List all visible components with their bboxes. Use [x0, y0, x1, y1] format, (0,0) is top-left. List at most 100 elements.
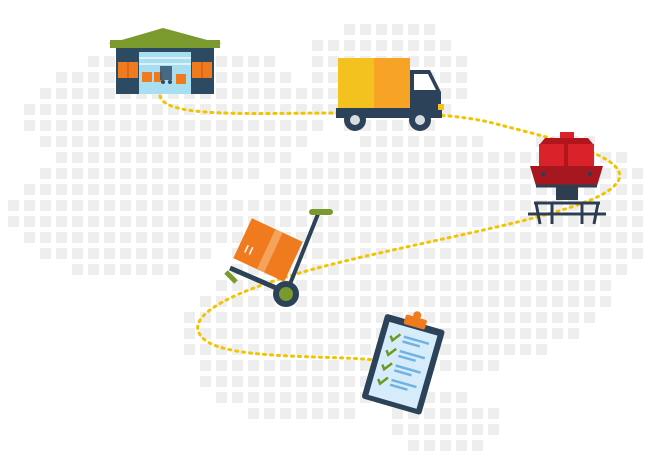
map-dot	[152, 136, 163, 147]
map-dot	[456, 248, 467, 259]
map-dot	[280, 152, 291, 163]
map-dot	[520, 200, 531, 211]
map-dot	[184, 120, 195, 131]
map-dot	[280, 88, 291, 99]
warehouse-icon	[108, 28, 222, 94]
map-dot	[152, 200, 163, 211]
map-dot	[184, 216, 195, 227]
map-dot	[472, 232, 483, 243]
map-dot	[56, 184, 67, 195]
map-dot	[88, 168, 99, 179]
map-dot	[72, 216, 83, 227]
map-dot	[472, 424, 483, 435]
map-dot	[440, 72, 451, 83]
map-dot	[200, 328, 211, 339]
map-dot	[296, 200, 307, 211]
map-dot	[376, 24, 387, 35]
map-dot	[280, 200, 291, 211]
map-dot	[632, 216, 643, 227]
map-dot	[440, 408, 451, 419]
map-dot	[296, 120, 307, 131]
map-dot	[392, 24, 403, 35]
map-dot	[392, 136, 403, 147]
map-dot	[584, 264, 595, 275]
map-dot	[136, 136, 147, 147]
map-dot	[168, 264, 179, 275]
map-dot	[600, 200, 611, 211]
map-dot	[424, 440, 435, 451]
map-dot	[56, 104, 67, 115]
map-dot	[200, 120, 211, 131]
map-dot	[552, 312, 563, 323]
map-dot	[104, 184, 115, 195]
map-dot	[456, 360, 467, 371]
map-dot	[232, 360, 243, 371]
map-dot	[424, 264, 435, 275]
map-dot	[56, 120, 67, 131]
map-dot	[360, 152, 371, 163]
map-dot	[344, 248, 355, 259]
map-dot	[360, 360, 371, 371]
map-dot	[344, 232, 355, 243]
map-dot	[392, 152, 403, 163]
map-dot	[328, 232, 339, 243]
map-dot	[488, 184, 499, 195]
map-dot	[568, 264, 579, 275]
map-dot	[440, 200, 451, 211]
map-dot	[232, 120, 243, 131]
map-dot	[72, 264, 83, 275]
map-dot	[104, 136, 115, 147]
map-dot	[424, 200, 435, 211]
map-dot	[232, 376, 243, 387]
map-dot	[120, 104, 131, 115]
map-dot	[520, 328, 531, 339]
map-dot	[616, 248, 627, 259]
map-dot	[280, 376, 291, 387]
map-dot	[216, 88, 227, 99]
map-dot	[440, 168, 451, 179]
map-dot	[488, 168, 499, 179]
map-dot	[312, 72, 323, 83]
map-dot	[40, 104, 51, 115]
map-dot	[392, 40, 403, 51]
map-dot	[136, 152, 147, 163]
map-dot	[456, 56, 467, 67]
map-dot	[504, 200, 515, 211]
map-dot	[104, 248, 115, 259]
map-dot	[552, 248, 563, 259]
map-dot	[88, 248, 99, 259]
map-dot	[360, 264, 371, 275]
map-dot	[456, 280, 467, 291]
map-dot	[296, 360, 307, 371]
map-dot	[488, 312, 499, 323]
map-dot	[520, 168, 531, 179]
map-dot	[424, 280, 435, 291]
map-dot	[552, 264, 563, 275]
map-dot	[312, 40, 323, 51]
map-dot	[264, 200, 275, 211]
map-dot	[200, 312, 211, 323]
map-dot	[632, 200, 643, 211]
map-dot	[472, 152, 483, 163]
map-dot	[312, 408, 323, 419]
map-dot	[504, 280, 515, 291]
map-dot	[328, 72, 339, 83]
map-dot	[232, 312, 243, 323]
check-mark-icon	[389, 333, 402, 343]
map-dot	[504, 184, 515, 195]
map-dot	[56, 200, 67, 211]
map-dot	[360, 328, 371, 339]
map-dot	[440, 312, 451, 323]
map-dot	[248, 392, 259, 403]
map-dot	[536, 136, 547, 147]
map-dot	[168, 136, 179, 147]
map-dot	[408, 168, 419, 179]
checklist-line	[402, 340, 421, 348]
map-dot	[408, 232, 419, 243]
map-dot	[88, 184, 99, 195]
map-dot	[472, 328, 483, 339]
map-dot	[296, 216, 307, 227]
map-dot	[40, 216, 51, 227]
map-dot	[296, 232, 307, 243]
